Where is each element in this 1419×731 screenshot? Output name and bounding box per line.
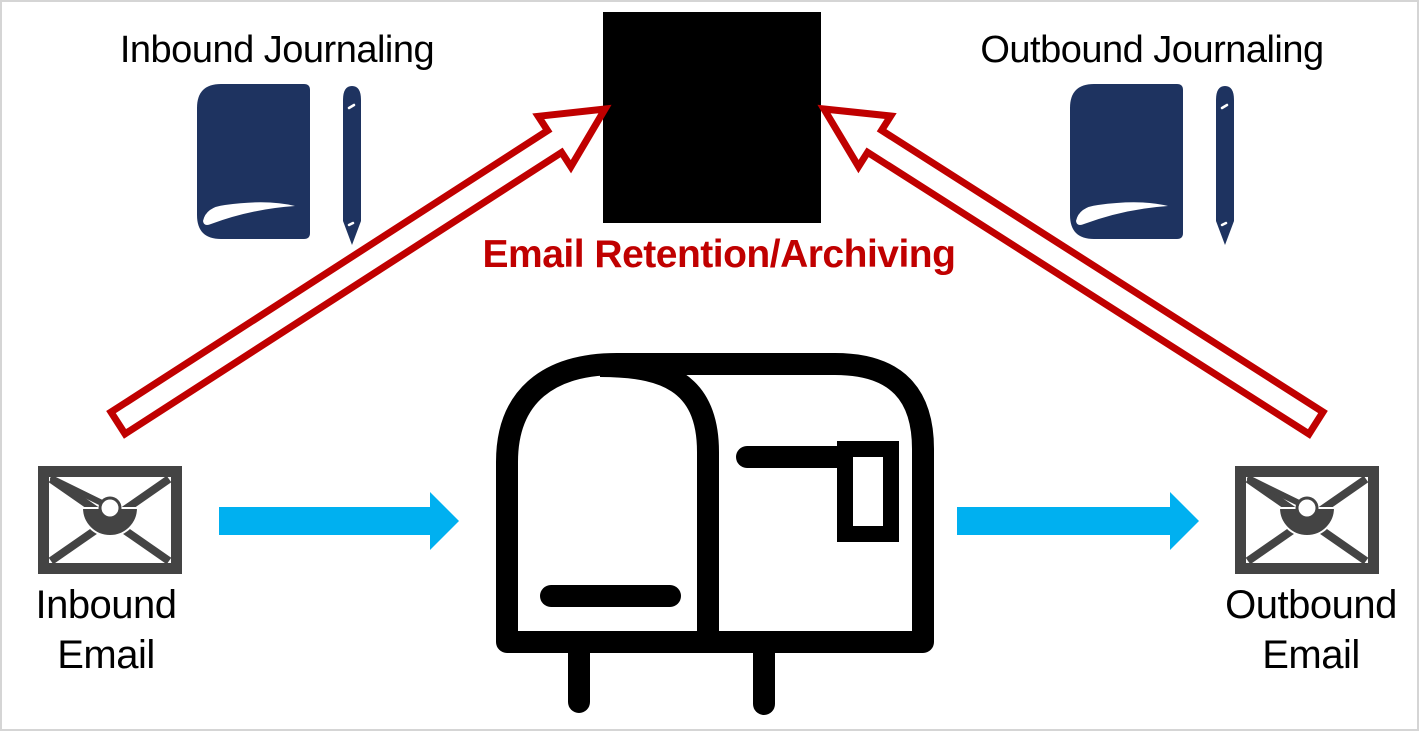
inbound-email-label-line2: Email — [57, 633, 155, 677]
arrow-inbound-email-to-mailbox — [219, 492, 459, 550]
inbound-email-envelope-icon — [44, 472, 177, 569]
email-retention-archiving-caption: Email Retention/Archiving — [482, 233, 956, 276]
outbound-email-label-line2: Email — [1262, 633, 1360, 677]
inbound-journal-icon — [195, 82, 363, 247]
archive-box — [603, 12, 821, 223]
outbound-email-label: Outbound Email — [1206, 580, 1416, 680]
arrow-mailbox-to-outbound-email — [957, 492, 1199, 550]
outbound-journal-icon — [1068, 82, 1236, 247]
outbound-journaling-label: Outbound Journaling — [980, 29, 1324, 71]
inbound-email-label-line1: Inbound — [35, 583, 177, 627]
outbound-email-label-line1: Outbound — [1225, 583, 1397, 627]
inbound-email-label: Inbound Email — [6, 580, 206, 680]
inbound-journaling-label: Inbound Journaling — [119, 29, 435, 71]
mailbox-icon — [496, 353, 934, 715]
outbound-email-envelope-icon — [1241, 472, 1374, 569]
